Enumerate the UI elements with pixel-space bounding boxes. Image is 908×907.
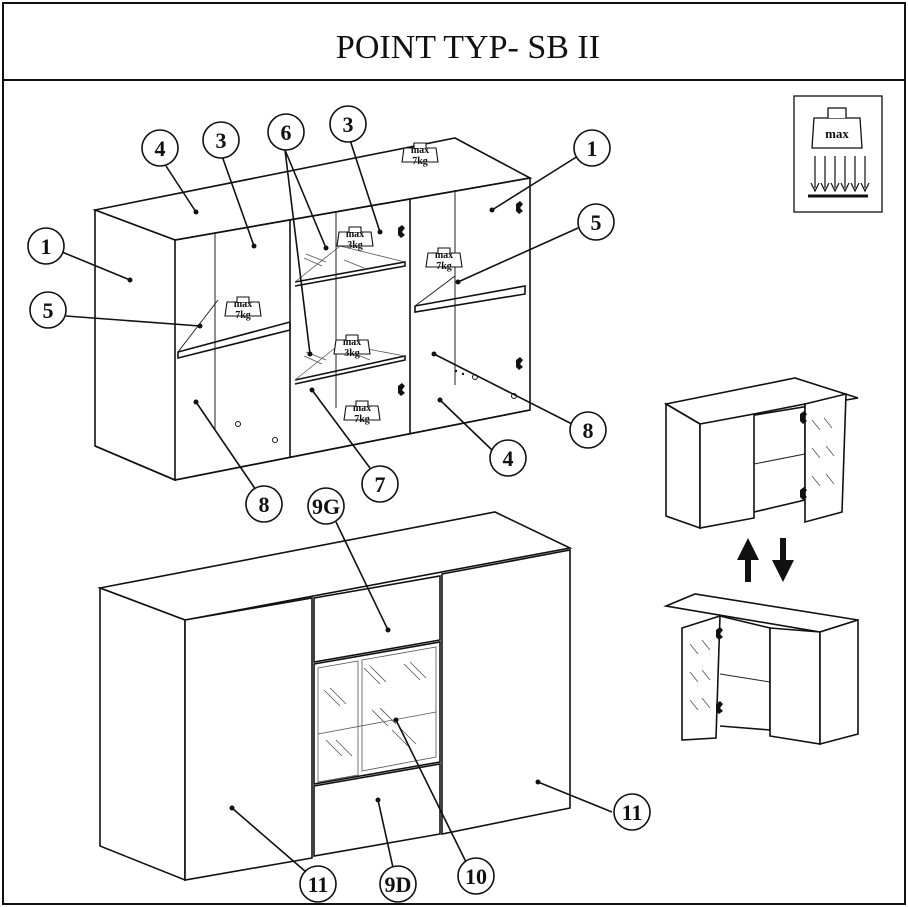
callout-9d: 9D [379, 865, 417, 903]
svg-text:4: 4 [503, 446, 514, 471]
svg-text:7: 7 [375, 472, 386, 497]
leader-lines-bottom [231, 521, 613, 873]
callout-10: 10 [457, 857, 495, 895]
callout-11a: 11 [613, 793, 651, 831]
svg-text:5: 5 [43, 298, 54, 323]
callout-6: 6 [267, 113, 305, 151]
svg-text:4: 4 [155, 136, 166, 161]
svg-text:3: 3 [216, 128, 227, 153]
door-variant-lower [663, 593, 859, 746]
callout-5a: 5 [29, 291, 67, 329]
open-carcass-drawing [92, 137, 533, 482]
callout-4b: 4 [489, 439, 527, 477]
callout-9g: 9G [307, 487, 345, 525]
load-arrows-icon [808, 156, 870, 198]
svg-text:10: 10 [465, 864, 487, 889]
svg-text:3: 3 [343, 112, 354, 137]
svg-text:11: 11 [622, 800, 643, 825]
svg-text:9D: 9D [385, 872, 412, 897]
up-arrow-icon [737, 538, 759, 582]
svg-text:5: 5 [591, 210, 602, 235]
weight-load-icon: max [811, 107, 863, 149]
svg-text:9G: 9G [312, 494, 340, 519]
callout-3a: 3 [202, 121, 240, 159]
callout-8b: 8 [245, 485, 283, 523]
callout-11b: 11 [299, 865, 337, 903]
callout-1a: 1 [573, 129, 611, 167]
callout-7: 7 [361, 465, 399, 503]
svg-text:11: 11 [308, 872, 329, 897]
callout-3b: 3 [329, 105, 367, 143]
callout-1b: 1 [27, 227, 65, 265]
door-variant-upper [663, 377, 859, 530]
legend-label: max [825, 126, 849, 141]
page-title: POINT TYP- SB II [336, 29, 600, 66]
down-arrow-icon [772, 538, 794, 582]
callout-5b: 5 [577, 203, 615, 241]
svg-text:8: 8 [259, 492, 270, 517]
callout-8a: 8 [569, 411, 607, 449]
svg-text:6: 6 [281, 120, 292, 145]
svg-text:1: 1 [41, 234, 52, 259]
weight-legend: max [793, 95, 883, 213]
glass-door-hatch [323, 661, 427, 757]
svg-text:8: 8 [583, 418, 594, 443]
leader-lines-top [61, 139, 579, 491]
closed-sideboard-drawing [97, 511, 573, 882]
callout-4a: 4 [141, 129, 179, 167]
svg-text:1: 1 [587, 136, 598, 161]
